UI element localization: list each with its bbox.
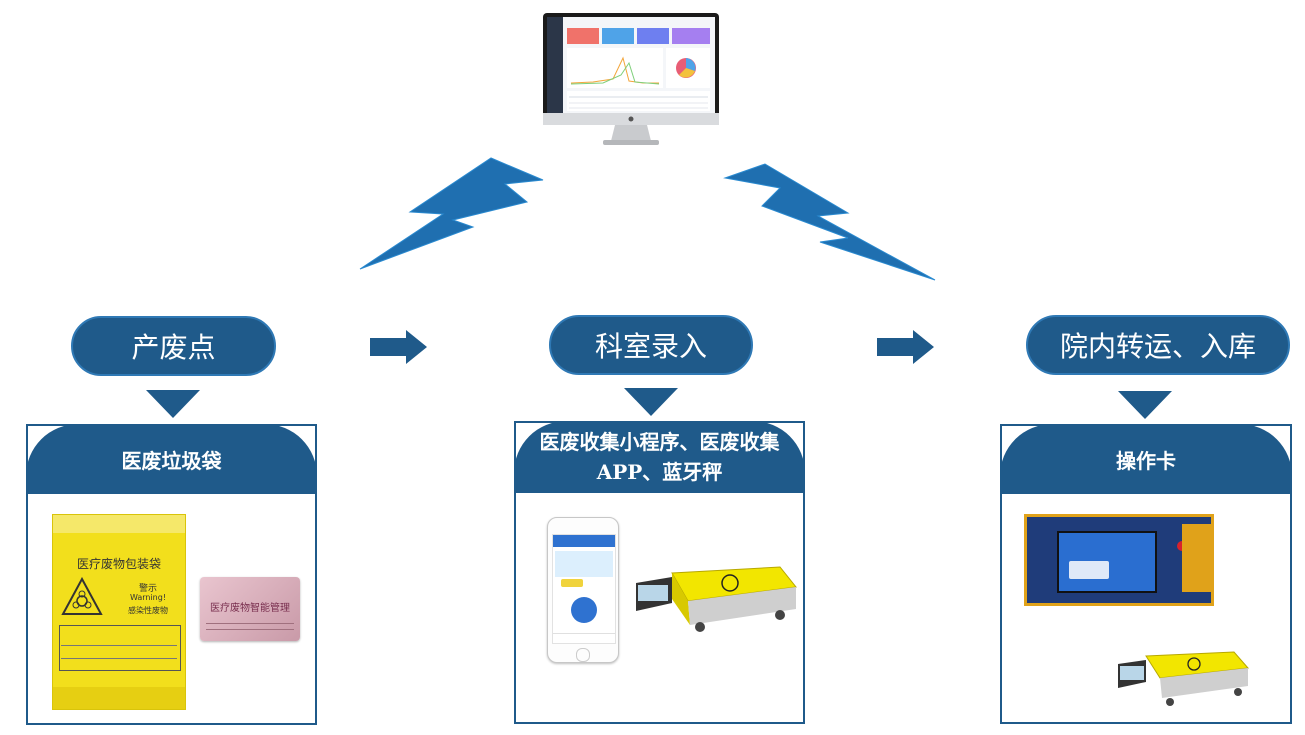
flow-arrow-icon [877,330,934,364]
rfid-card-image: 医疗废物智能管理 [200,577,300,641]
bag-warning-en: Warning! [129,593,167,602]
bag-label-title: 医疗废物包装袋 [76,557,161,571]
card-label: 医疗废物智能管理 [210,603,290,614]
bluetooth-scale-image [636,566,797,632]
flow-arrow-icon [370,330,427,364]
panel-collection-app: 医废收集小程序、医废收集APP、蓝牙秤 [514,421,805,724]
stage-title-department-entry: 科室录入 [549,315,753,375]
stage-title-transport-storage: 院内转运、入库 [1026,315,1290,375]
down-arrow-icon [146,390,200,418]
bag-kind: 感染性废物 [128,606,168,615]
scale-image [1118,651,1250,706]
wireless-right-icon [723,163,936,281]
panel-title: 操作卡 [1000,424,1292,494]
panel-title-text: 操作卡 [1116,448,1176,473]
terminal-door [1182,524,1212,592]
wireless-left-icon [359,157,544,270]
stage-title-waste-point: 产废点 [71,316,276,376]
panel-title: 医废垃圾袋 [26,424,317,494]
panel-title: 医废收集小程序、医废收集APP、蓝牙秤 [514,421,805,493]
panel-title-text: 医废垃圾袋 [121,448,222,473]
monitor-illustration [543,13,719,145]
panel-operation-card: 操作卡 [1000,424,1292,724]
down-arrow-icon [1118,391,1172,419]
waste-bag-image: 医疗废物包装袋 警示 Warning! 感染性废物 [52,514,186,710]
stage-title-text: 科室录入 [594,330,707,363]
bag-warning: 警示 [138,584,157,594]
monitor [543,13,719,146]
stage-title-text: 产废点 [131,331,216,364]
biohazard-icon [61,577,103,615]
phone-image [547,517,619,663]
panel-waste-bag: 医废垃圾袋 医疗废物包装袋 警示 Warning! 感染性废物 医疗废物智能管理 [26,424,317,725]
down-arrow-icon [624,388,678,416]
stage-title-text: 院内转运、入库 [1059,330,1256,363]
panel-title-text: 医废收集小程序、医废收集APP、蓝牙秤 [539,430,780,484]
